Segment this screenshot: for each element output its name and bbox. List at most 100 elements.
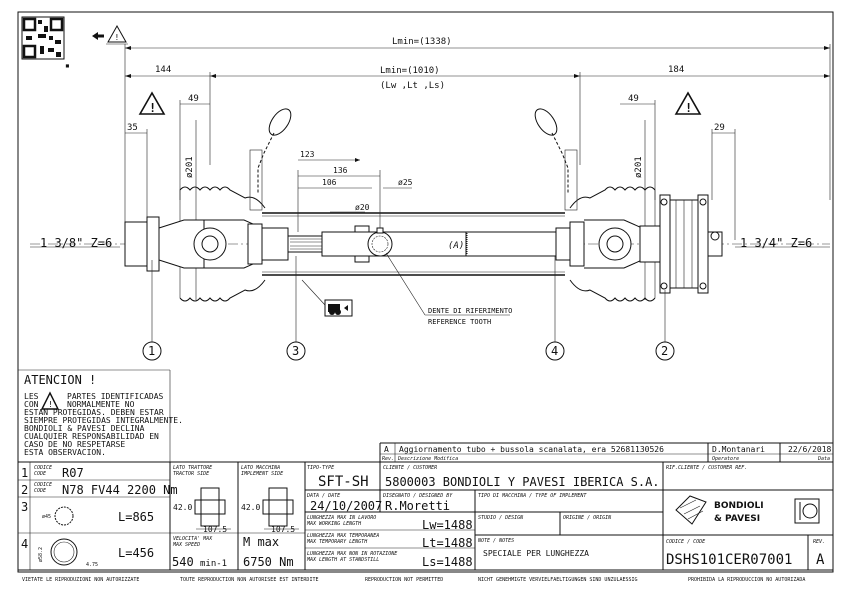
svg-text:Lt=1488: Lt=1488 [422, 536, 473, 550]
callout-3: 3 [286, 256, 306, 361]
svg-text:MAX TEMPORARY LENGTH: MAX TEMPORARY LENGTH [306, 539, 368, 545]
svg-text:BONDIOLI: BONDIOLI [714, 501, 764, 511]
svg-text:ORIGINE / ORIGIN: ORIGINE / ORIGIN [563, 515, 612, 521]
svg-text:136: 136 [333, 166, 348, 175]
title-block-grid [18, 442, 833, 571]
footer-notices: VIETATE LE RIPRODUZIONI NON AUTORIZZATE … [22, 577, 805, 583]
svg-text:1: 1 [21, 466, 28, 480]
svg-text:2: 2 [661, 344, 668, 358]
svg-text:4: 4 [551, 344, 558, 358]
warning-notice: ATENCION ! LES PARTES IDENTIFICADAS CON … [24, 373, 183, 457]
tube-section-icon [50, 538, 78, 566]
qr-tag: ▪ [65, 61, 70, 70]
svg-text:ø58.2: ø58.2 [38, 547, 44, 562]
svg-text:3: 3 [292, 344, 299, 358]
svg-text:Data: Data [817, 456, 830, 462]
svg-text:CODICE: CODICE [34, 465, 52, 471]
svg-text:6750 Nm: 6750 Nm [243, 555, 294, 569]
svg-text:TIPO-TYPE: TIPO-TYPE [307, 465, 334, 471]
svg-text:A: A [384, 445, 389, 454]
joint-data: LATO TRATTORE TRACTOR SIDE LATO MACCHINA… [172, 465, 299, 569]
svg-text:CASO DE NO RESPETARSE: CASO DE NO RESPETARSE [24, 440, 125, 449]
svg-text:R07: R07 [62, 466, 84, 480]
tractor-side-yoke [124, 216, 289, 272]
svg-text:CLIENTE / CUSTOMER: CLIENTE / CUSTOMER [383, 465, 437, 471]
svg-text:ø20: ø20 [355, 203, 370, 212]
svg-text:SPECIALE PER LUNGHEZZA: SPECIALE PER LUNGHEZZA [483, 549, 589, 558]
svg-text:VIETATE LE RIPRODUZIONI NON AU: VIETATE LE RIPRODUZIONI NON AUTORIZZATE [22, 577, 139, 583]
dimension-lmin-total: Lmin=(1338) [124, 37, 830, 225]
tractor-side-icon [324, 299, 353, 317]
warning-triangle-right-icon: ! [674, 91, 702, 115]
svg-text:LES: LES [24, 392, 39, 401]
svg-text:!: ! [115, 33, 120, 42]
svg-text:REPRODUCTION NOT PERMITTED: REPRODUCTION NOT PERMITTED [365, 577, 443, 583]
svg-text:NOTE / NOTES: NOTE / NOTES [477, 538, 514, 544]
svg-text:CODICE / CODE: CODICE / CODE [666, 539, 705, 545]
svg-text:RIF.CLIENTE / CUSTOMER REF.: RIF.CLIENTE / CUSTOMER REF. [666, 465, 747, 471]
svg-text:123: 123 [300, 150, 315, 159]
svg-text:Aggiornamento tubo + bussola s: Aggiornamento tubo + bussola scanalata, … [399, 445, 664, 454]
title-block: TIPO-TYPE SFT-SH CLIENTE / CUSTOMER 5800… [306, 465, 825, 569]
svg-text:2: 2 [21, 483, 28, 497]
svg-text:min-1: min-1 [200, 559, 227, 569]
svg-text:SFT-SH: SFT-SH [318, 474, 369, 490]
svg-text:!: ! [48, 400, 53, 409]
svg-text:TIPO DI MACCHINA / TYPE OF IMP: TIPO DI MACCHINA / TYPE OF IMPLEMENT [478, 493, 587, 499]
right-spline-label: 1 3/4" Z=6 [740, 236, 812, 250]
svg-text:184: 184 [668, 65, 684, 75]
svg-text:ATENCION !: ATENCION ! [24, 373, 96, 387]
svg-text:107.5: 107.5 [203, 525, 227, 534]
callout-1: 1 [142, 260, 162, 361]
svg-text:ø25: ø25 [398, 178, 413, 187]
svg-text:CODE: CODE [34, 488, 46, 494]
svg-text:TOUTE REPRODUCTION NON AUTORIS: TOUTE REPRODUCTION NON AUTORISEE EST INT… [180, 577, 318, 583]
svg-text:BONDIOLI & PAVESI DECLINA: BONDIOLI & PAVESI DECLINA [24, 424, 145, 433]
svg-text:107.5: 107.5 [271, 525, 295, 534]
dimension-lmin-tube: Lmin=(1010) (Lw ,Lt ,Ls) 144 184 [125, 65, 830, 165]
svg-text:Lmin=(1338): Lmin=(1338) [392, 37, 452, 47]
svg-text:PROHIBIDA LA RIPRODUCCION NO A: PROHIBIDA LA RIPRODUCCION NO AUTORIZADA [688, 577, 805, 583]
svg-text:49: 49 [628, 94, 639, 104]
svg-text:49: 49 [188, 94, 199, 104]
svg-text:!: ! [149, 101, 156, 115]
inner-profile-shaft [287, 225, 468, 263]
svg-text:CUALQUIER RESPONSABILIDAD EN: CUALQUIER RESPONSABILIDAD EN [24, 432, 159, 441]
warning-manual-icon: ! [106, 24, 128, 45]
svg-text:Ls=1488: Ls=1488 [422, 555, 473, 569]
qr-code[interactable] [21, 16, 65, 60]
svg-text:(Lw ,Lt ,Ls): (Lw ,Lt ,Ls) [380, 81, 445, 91]
svg-text:ø201: ø201 [185, 156, 195, 178]
svg-text:Operatore: Operatore [712, 456, 739, 462]
svg-text:Descrizione Modifica: Descrizione Modifica [397, 456, 458, 462]
safety-chain-right [534, 108, 578, 211]
svg-text:ESTAN PROTEGIDAS. DEBEN ESTAR: ESTAN PROTEGIDAS. DEBEN ESTAR [24, 408, 164, 417]
svg-text:106: 106 [322, 178, 337, 187]
left-spline-label: 1 3/8" Z=6 [40, 236, 112, 250]
callout-4: 4 [545, 256, 565, 361]
svg-text:42.0: 42.0 [173, 503, 192, 512]
callout-2: 2 [655, 290, 675, 361]
warning-triangle-left-icon: ! [138, 91, 166, 115]
warning-triangle-icon [40, 391, 60, 410]
svg-text:5800003 BONDIOLI Y PAVESI IB: 5800003 BONDIOLI Y PAVESI IBERICA S.A. [385, 475, 660, 489]
revision-row: A Aggiornamento tubo + bussola scanalata… [382, 445, 832, 462]
svg-text:& PAVESI: & PAVESI [714, 514, 760, 524]
svg-text:(A): (A) [448, 241, 464, 251]
svg-text:PARTES IDENTIFICADAS: PARTES IDENTIFICADAS [67, 392, 164, 401]
svg-text:LUNGHEZZA MAX TEMPORANEA: LUNGHEZZA MAX TEMPORANEA [307, 533, 379, 539]
svg-text:!: ! [685, 101, 692, 115]
svg-text:29: 29 [714, 123, 725, 133]
outer-tube: (A) [448, 231, 557, 257]
svg-text:NICHT GENEHMIGTE VERVIELFAELTI: NICHT GENEHMIGTE VERVIELFAELTIGUNGEN SIN… [478, 577, 638, 583]
svg-text:IMPLEMENT SIDE: IMPLEMENT SIDE [241, 471, 283, 477]
svg-text:1: 1 [148, 344, 155, 358]
reference-tooth-label: DENTE DI RIFERIMENTO [428, 307, 512, 315]
svg-text:MAX WORKING LENGTH: MAX WORKING LENGTH [306, 521, 362, 527]
svg-text:ø201: ø201 [634, 156, 644, 178]
svg-text:SIEMPRE PROTEGIDAS INTEGRALMEN: SIEMPRE PROTEGIDAS INTEGRALMENTE. [24, 416, 183, 425]
svg-text:MAX LENGTH AT STANDSTILL: MAX LENGTH AT STANDSTILL [306, 557, 379, 563]
svg-text:ESTA OBSERVACION.: ESTA OBSERVACION. [24, 448, 106, 457]
